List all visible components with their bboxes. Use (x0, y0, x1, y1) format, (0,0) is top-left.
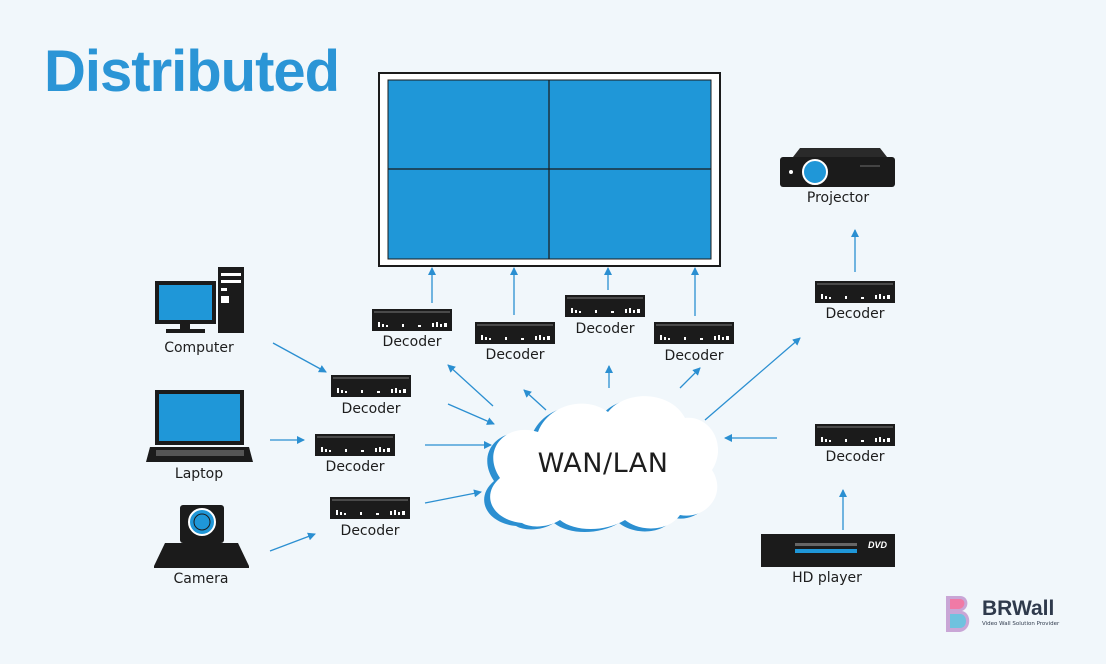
decoder-hd-player (815, 424, 895, 446)
hd-player-label: HD player (792, 570, 862, 586)
arrow-cloud-decoder2 (523, 389, 547, 411)
projector-label: Projector (806, 190, 870, 206)
decoder-label: Decoder (825, 306, 885, 322)
video-wall (378, 72, 721, 267)
camera-label: Camera (173, 571, 229, 587)
laptop-icon (146, 390, 253, 462)
decoder-label: Decoder (325, 459, 385, 475)
decoder-label: Decoder (382, 334, 442, 350)
arrow-decoder-cloud-1 (447, 403, 495, 425)
decoder-computer (331, 375, 411, 397)
arrow-computer-decoder (272, 342, 327, 373)
arrow-cloud-decoder4 (679, 367, 701, 389)
decoder-label: Decoder (664, 348, 724, 364)
laptop-label: Laptop (174, 466, 224, 482)
decoder-projector (815, 281, 895, 303)
decoder-label: Decoder (825, 449, 885, 465)
decoder-label: Decoder (340, 523, 400, 539)
decoder-label: Decoder (341, 401, 401, 417)
camera-icon (154, 505, 249, 568)
page-title: Distributed (44, 39, 340, 104)
decoder-wall-4 (654, 322, 734, 344)
decoder-wall-3 (565, 295, 645, 317)
brand-logo: BRWall Video Wall Solution Provider (942, 594, 1072, 634)
arrow-cloud-decoder1 (447, 364, 494, 407)
computer-icon (155, 267, 244, 333)
brand-tagline: Video Wall Solution Provider (982, 621, 1060, 627)
arrow-camera-decoder (269, 532, 316, 552)
decoder-wall-1 (372, 309, 452, 331)
decoder-label: Decoder (485, 347, 545, 363)
brand-name: BRWall (982, 597, 1055, 620)
decoder-camera (330, 497, 410, 519)
arrow-decoder-cloud-3 (424, 489, 482, 504)
brand-mark-icon (946, 596, 970, 632)
decoder-wall-2 (475, 322, 555, 344)
network-label: WAN/LAN (537, 448, 669, 479)
projector-icon (780, 148, 895, 187)
hd-player-icon: DVD (761, 534, 895, 567)
dvd-logo: DVD (868, 540, 888, 550)
wan-lan-cloud (484, 396, 719, 532)
computer-label: Computer (164, 340, 234, 356)
arrow-cloud-projector-decoder (704, 337, 801, 421)
decoder-label: Decoder (575, 321, 635, 337)
connection-arrows (269, 229, 859, 552)
decoder-laptop (315, 434, 395, 456)
